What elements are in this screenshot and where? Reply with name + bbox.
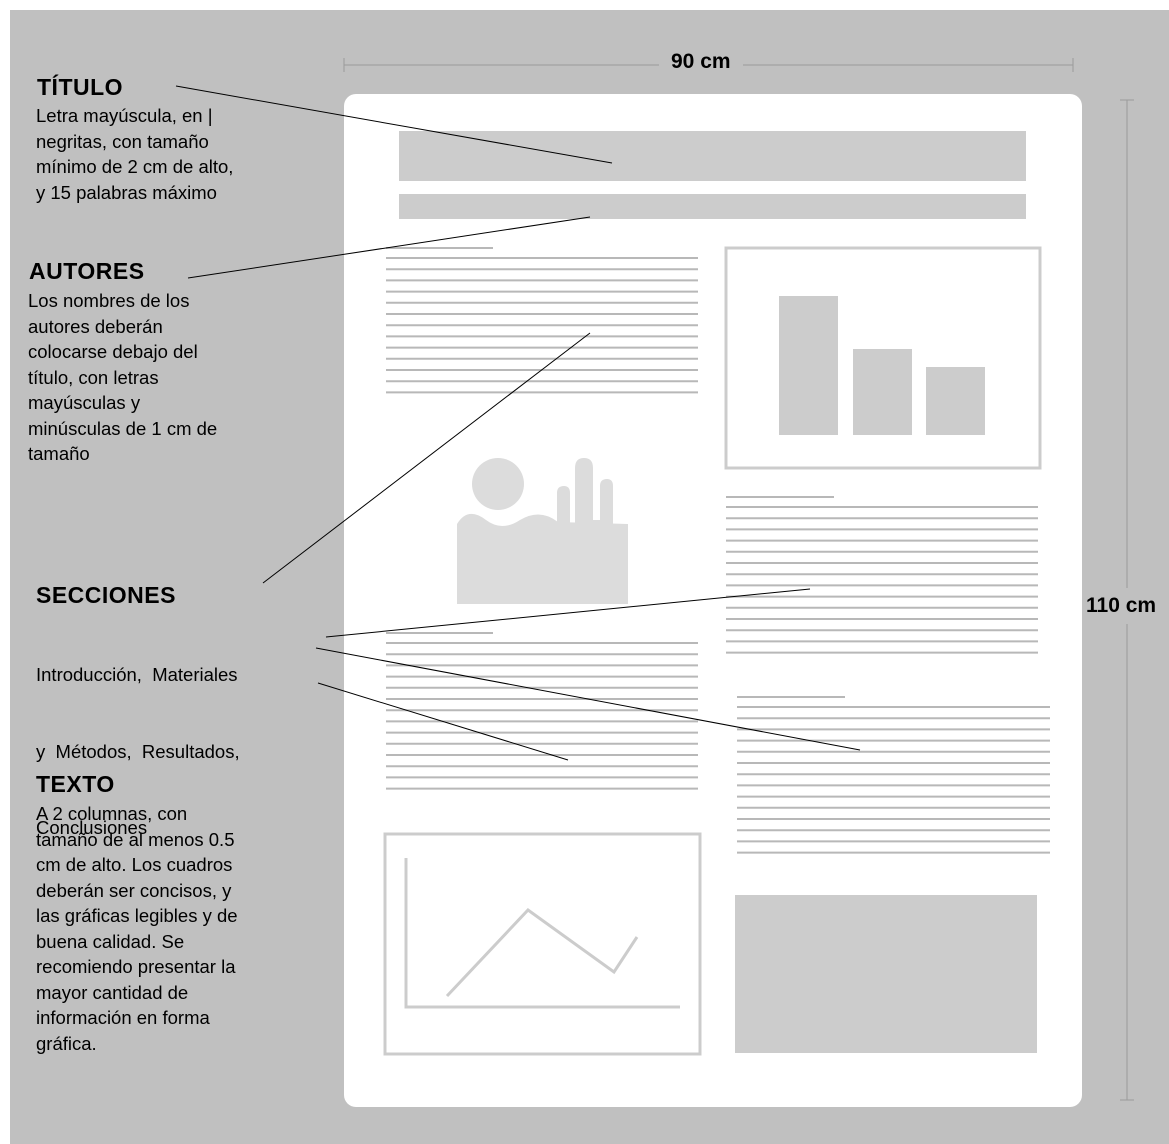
annotation-text-heading: TEXTO: [36, 771, 115, 797]
annotation-text-line: gráfica.: [36, 1032, 97, 1054]
leader-title: [175, 85, 613, 164]
annotation-authors-line: minúsculas de 1 cm de: [28, 417, 218, 439]
annotation-title-line: y 15 palabras máximo: [36, 181, 217, 203]
line-chart-line: [445, 908, 639, 998]
width-label: 90 cm: [659, 50, 743, 74]
annotation-title-description: Letra mayúscula, en | negritas, con tama…: [36, 103, 233, 205]
leader-sections-2: [325, 588, 811, 638]
annotation-authors-heading: AUTORES: [29, 258, 145, 284]
annotation-sections-line: Introducción, Materiales: [36, 664, 238, 685]
leader-authors: [187, 216, 591, 279]
bar-placeholder-1: [779, 296, 838, 435]
annotation-authors-description: Los nombres de los autores deberán coloc…: [28, 288, 217, 467]
title-placeholder: [399, 131, 1026, 181]
annotation-text-line: recomiendo presentar la: [36, 956, 236, 977]
annotation-authors-line: título, con letras: [28, 366, 159, 388]
height-label: 110 cm: [1086, 588, 1157, 624]
annotation-text-line: A 2 columnas, con: [36, 803, 188, 824]
annotation-authors-line: colocarse debajo del: [28, 341, 198, 362]
line-chart-frame: [383, 832, 702, 1056]
annotation-text-line: las gráficas legibles y de: [36, 905, 238, 926]
annotation-authors-line: mayúsculas y: [28, 392, 141, 413]
leader-sections-4: [317, 682, 569, 761]
annotation-text-line: mayor cantidad de: [36, 981, 189, 1003]
annotation-authors-line: Los nombres de los: [28, 290, 190, 311]
annotation-text-line: información en forma: [36, 1007, 210, 1028]
annotation-sections-description: Introducción, Materiales y Métodos, Resu…: [36, 611, 240, 866]
image-placeholder-head: [472, 458, 524, 510]
annotation-title-heading: TÍTULO: [37, 74, 124, 100]
bar-chart-frame: [724, 246, 1042, 470]
leader-sections-3: [315, 647, 861, 751]
annotation-sections-line: Conclusiones: [36, 817, 148, 838]
annotation-text-line: deberán ser concisos, y: [36, 879, 232, 901]
annotation-title-line: negritas, con tamaño: [36, 130, 209, 152]
line-chart-axes: [404, 858, 680, 1009]
block-placeholder: [735, 895, 1037, 1053]
image-placeholder-cactus: [557, 458, 613, 540]
bar-placeholder-2: [853, 349, 912, 435]
leader-sections-1: [262, 332, 591, 584]
image-placeholder: [457, 458, 628, 604]
annotation-title-line: Letra mayúscula, en |: [36, 105, 213, 126]
annotation-authors-line: autores deberán: [28, 315, 163, 337]
annotation-sections-heading: SECCIONES: [36, 582, 176, 608]
annotation-text-line: tamaño de al menos 0.5: [36, 828, 235, 850]
annotation-text-line: buena calidad. Se: [36, 930, 185, 952]
annotation-text-description: A 2 columnas, con tamaño de al menos 0.5…: [36, 801, 238, 1056]
annotation-title-line: mínimo de 2 cm de alto,: [36, 156, 234, 177]
annotation-authors-line: tamaño: [28, 443, 90, 464]
bar-placeholder-3: [926, 367, 985, 435]
authors-placeholder: [399, 194, 1026, 219]
annotation-text-line: cm de alto. Los cuadros: [36, 854, 233, 875]
annotation-sections-line: y Métodos, Resultados,: [36, 740, 240, 762]
